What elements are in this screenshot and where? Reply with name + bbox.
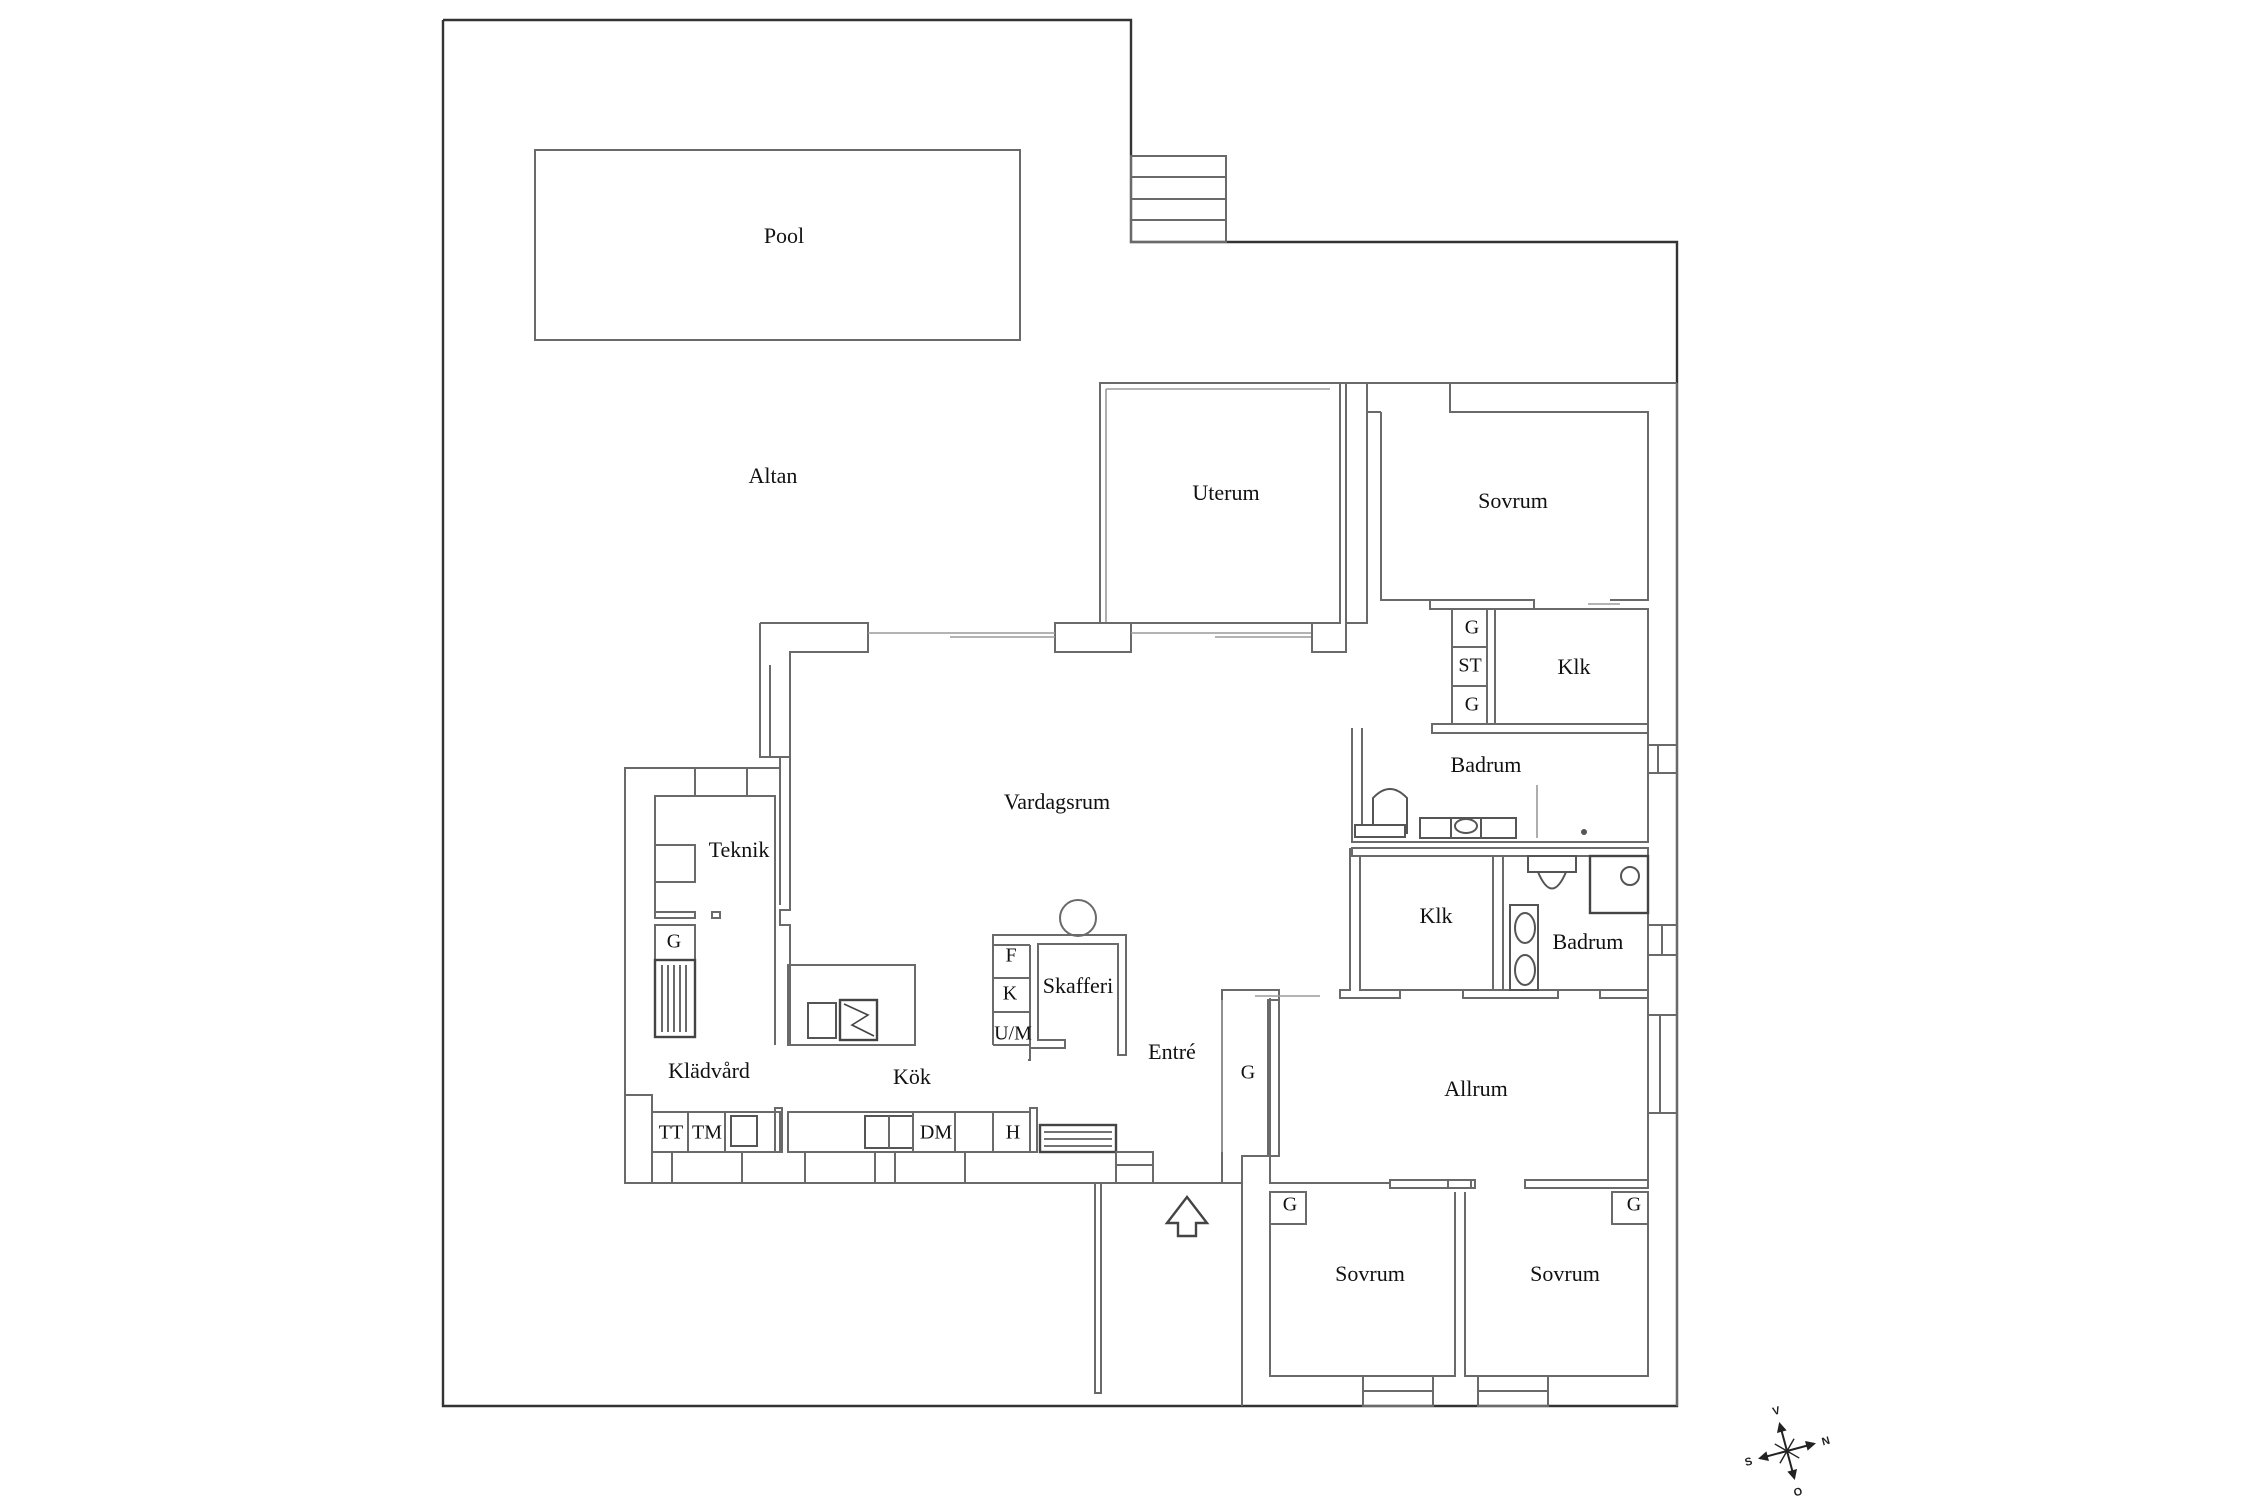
allrum-room <box>1269 998 1678 1189</box>
label-dishwasher: DM <box>920 1122 952 1144</box>
bedrooms-bottom <box>1269 1191 1649 1407</box>
label-pool: Pool <box>764 223 804 248</box>
label-klk-mid: Klk <box>1420 903 1453 928</box>
label-klk-top: Klk <box>1558 654 1591 679</box>
label-st-closet: ST <box>1458 655 1481 677</box>
steps <box>1130 155 1227 243</box>
entrance-area <box>1094 989 1320 1406</box>
pantry <box>992 899 1127 1061</box>
label-teknik: Teknik <box>709 837 770 862</box>
label-badrum-top: Badrum <box>1451 752 1522 777</box>
label-sovrum-right: Sovrum <box>1530 1261 1600 1286</box>
label-g-teknik: G <box>667 931 681 953</box>
compass-north: N <box>1821 1435 1832 1449</box>
label-sovrum-left: Sovrum <box>1335 1261 1405 1286</box>
label-kok: Kök <box>893 1064 931 1089</box>
label-badrum-mid: Badrum <box>1553 929 1624 954</box>
living-walls <box>759 622 1347 1045</box>
kitchen <box>671 964 1154 1184</box>
lot-boundary <box>441 18 1679 1408</box>
pool <box>534 149 1021 341</box>
label-uterum: Uterum <box>1192 480 1259 505</box>
label-skafferi: Skafferi <box>1043 973 1113 998</box>
label-kladvard: Klädvård <box>668 1058 750 1083</box>
label-g-sovrum-left: G <box>1283 1194 1297 1216</box>
uterum-room <box>1099 382 1341 624</box>
klk-badrum-mid <box>1339 847 1678 999</box>
label-fridge: F <box>1005 945 1016 967</box>
compass-east: O <box>1792 1486 1804 1500</box>
closet-block-top <box>1429 599 1649 734</box>
label-g-entre: G <box>1241 1062 1255 1084</box>
label-tumble-dryer: TT <box>659 1122 683 1144</box>
badrum-top-room <box>1351 728 1678 843</box>
label-vardagsrum: Vardagsrum <box>1004 789 1110 814</box>
label-oven-micro: U/M <box>994 1023 1032 1045</box>
label-sovrum-top: Sovrum <box>1478 488 1548 513</box>
label-entre: Entré <box>1148 1039 1196 1064</box>
label-allrum: Allrum <box>1444 1076 1508 1101</box>
entrance-arrow <box>1164 1195 1210 1238</box>
label-g-closet-2: G <box>1465 694 1479 716</box>
label-g-sovrum-right: G <box>1627 1194 1641 1216</box>
compass-icon: V N S O <box>1744 1404 1832 1500</box>
label-altan: Altan <box>749 463 798 488</box>
compass-west: V <box>1771 1404 1782 1418</box>
sovrum-top-room <box>1345 383 1678 1406</box>
label-g-closet-1: G <box>1465 617 1479 639</box>
label-washing-machine: TM <box>692 1122 722 1144</box>
label-hob: H <box>1006 1122 1020 1144</box>
teknik-kladvard <box>624 767 1155 1184</box>
compass-south: S <box>1744 1456 1754 1469</box>
label-freezer: K <box>1003 983 1018 1005</box>
